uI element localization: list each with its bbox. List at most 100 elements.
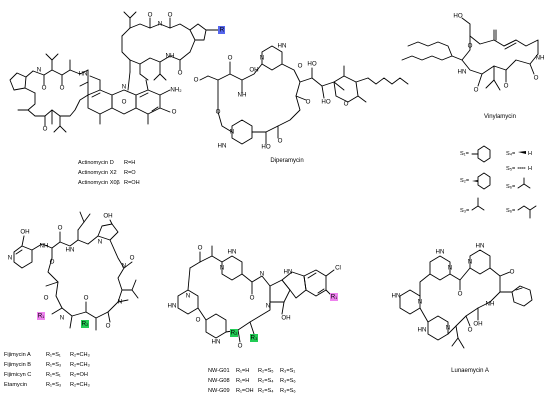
fijimycin-b-name: Fijimycin B [4, 362, 31, 368]
actinomycin-x2-sub: R=O [124, 170, 136, 176]
dip-ho-2: HO [321, 99, 330, 106]
nwg-oh: OH [281, 315, 290, 322]
nwg-o-4: O [238, 343, 243, 350]
luna-nh: NH [486, 301, 495, 308]
nwg01-r3: R₃=S₁ [280, 368, 295, 374]
phenoxazine-o-atom: O [122, 99, 127, 106]
nwg08-r3: R₃=S₆ [280, 378, 296, 384]
fijimycin-c-r1: R₁=S₁ [46, 372, 61, 378]
luna-o-3: O [468, 327, 473, 334]
nwg08-r2: R₂=S₄ [258, 378, 274, 384]
act-o-atom-3: O [43, 126, 48, 133]
vinyl-o-3: O [504, 83, 509, 90]
nwg-r2-label: R₂ [231, 330, 238, 337]
nwg-n-3: N [260, 271, 264, 278]
nwg-o-3: O [250, 295, 255, 302]
actinomycin-x0b-name: Actinomycin X0β [78, 180, 120, 186]
dip-o-5: O [216, 109, 221, 116]
nwg09-r2: R₂=S₄ [258, 388, 274, 394]
dip-n-1: N [260, 55, 264, 62]
phenoxazine-n-atom: N [122, 84, 126, 91]
dip-n-2: N [230, 129, 234, 136]
nwg-hn-3: HN [212, 339, 221, 346]
luna-hn-4: HN [418, 327, 427, 334]
actinomycin-d-sub: R=H [124, 160, 135, 166]
nwg08-r1: R₁=H [236, 378, 249, 384]
etamycin-r1: R₁=S₃ [46, 382, 61, 388]
dip-ho-3: HO [261, 144, 270, 151]
nwg-r3-label: R₃ [251, 335, 258, 342]
fiji-o-4: O [84, 295, 89, 302]
actinomycin-x2-name: Actinomycin X2 [78, 170, 117, 176]
fijimycin-structure: OH N O NH O HN OH N O R₁ R₂ O O N N N O … [4, 211, 139, 388]
s3-label: S₃= [460, 208, 469, 214]
s4-label: S₄= [506, 151, 515, 157]
fiji-r1-highlight [37, 312, 45, 320]
fiji-pyr-n: N [8, 255, 12, 262]
fiji-n-2: N [60, 315, 64, 322]
s2-label: S₂= [460, 178, 469, 184]
vinyl-o-2: O [534, 75, 539, 82]
actinomycin-structure: O N NH₂ O N O O O HN N O O O NH R Actino… [9, 11, 225, 186]
fijimycin-c-name: Fijimicyn C [4, 372, 31, 378]
luna-n-1: N [448, 265, 452, 272]
diperamycin-structure: O O NH N HN OH O HO HO O O N HN HO O O D… [194, 43, 409, 164]
etamycin-r2: R₂=CH₃ [70, 382, 90, 388]
actinomycin-right-ring [121, 11, 225, 91]
act-o-atom-4: O [148, 12, 153, 19]
s5-h: H [528, 166, 532, 172]
dip-o-3: O [306, 99, 311, 106]
nwg-hn-1: HN [228, 249, 237, 256]
fijimycin-b-r2: R₂=CH₃ [70, 362, 90, 368]
act-o-atom-1: O [60, 85, 65, 92]
nwg01-r1: R₁=H [236, 368, 249, 374]
diperamycin-name: Diperamycin [270, 158, 303, 164]
dip-nh: NH [238, 92, 247, 99]
s4-h: H [528, 151, 532, 157]
fijimycin-a-r2: R₂=CH₃ [70, 352, 90, 358]
nwg-r1-highlight [330, 293, 338, 301]
fiji-o-3: O [44, 295, 49, 302]
nwg-r1-label: R₁ [331, 294, 338, 301]
lunaemycin-structure: HN HN N N O O HN N HN N OH O NH Lunaemyc… [392, 243, 533, 374]
dip-pyran-o: O [344, 101, 349, 108]
act-n-atom-2: N [158, 21, 162, 28]
luna-hn-1: HN [436, 249, 445, 256]
actinomycin-x0b-sub: R=OH [124, 180, 140, 186]
fiji-n-pro: N [98, 239, 102, 246]
luna-n-3: N [418, 299, 422, 306]
fijimycin-legend: Fijimycin A R₁=S₁ R₂=CH₃ Fijimycin B R₁=… [4, 352, 90, 388]
fijimycin-c-r2: R₂=OH [70, 372, 88, 378]
dip-hn-2: HN [218, 143, 227, 150]
nwg01-name: NW-G01 [208, 368, 230, 374]
vinyl-ho-label: HO [453, 13, 462, 20]
s6-label: S₆= [506, 184, 515, 190]
dip-oh-1: OH [249, 67, 258, 74]
luna-n-2: N [468, 259, 472, 266]
nwg-cl: Cl [335, 265, 341, 272]
fiji-r2-label: R₂ [82, 321, 89, 328]
dip-o-1: O [228, 55, 233, 62]
nwg09-name: NW-G09 [208, 388, 230, 394]
fiji-o-1: O [50, 259, 55, 266]
nwg01-r2: R₂=S₅ [258, 368, 273, 374]
nwg08-name: NW-G08 [208, 378, 230, 384]
actinomycin-d-name: Actinomycin D [78, 160, 114, 166]
nwg09-r3: R₃=S₆ [280, 388, 296, 394]
nwg-n-2: N [186, 293, 190, 300]
fiji-n-3: N [118, 299, 122, 306]
luna-hn-3: HN [392, 293, 401, 300]
nwg09-r1: R₁=OH [236, 388, 254, 394]
act-o-atom-2: O [42, 85, 47, 92]
act-hn-atom-1: HN [79, 71, 88, 78]
dip-ho-1: HO [307, 61, 316, 68]
act-n-atom-1: N [37, 67, 41, 74]
luna-oh: OH [473, 321, 482, 328]
nwg-n-4: N [266, 303, 270, 310]
lunaemycin-name: Lunaemycin A [451, 368, 489, 374]
luna-o-1: O [458, 291, 463, 298]
nwg-n-1: N [220, 265, 224, 272]
fiji-hn-1: HN [66, 247, 75, 254]
nwg-hn-4: HN [284, 269, 293, 276]
